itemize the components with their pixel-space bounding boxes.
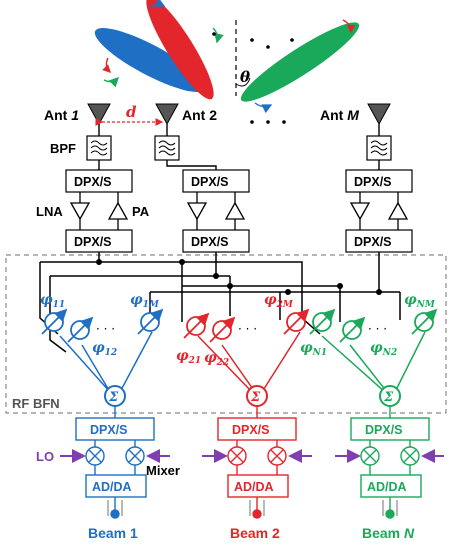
phase-label: φ1M <box>130 292 160 310</box>
antenna-icon <box>87 103 111 126</box>
svg-text:DPX/S: DPX/S <box>90 423 128 437</box>
dpx-label: DPX/S <box>74 175 112 189</box>
dpx-label: DPX/S <box>191 235 229 249</box>
ant1-number: 1 <box>71 107 79 123</box>
beamN-summer: Σ <box>321 331 426 407</box>
svg-text:AD/DA: AD/DA <box>367 480 407 494</box>
phase-shifter-arrow <box>209 316 236 343</box>
beamN-prefix: Beam <box>362 525 404 541</box>
svg-text:AD/DA: AD/DA <box>92 480 132 494</box>
beam1-summer: Σ <box>59 331 153 407</box>
beam-lobes: θ <box>94 0 360 124</box>
phase-shifter-arrow <box>309 308 336 335</box>
phase-label: φ21 <box>176 348 201 366</box>
spacing-label: d <box>126 103 137 121</box>
phase-label: φNM <box>404 292 436 310</box>
pa-triangle <box>387 201 409 220</box>
phase-shifter-arrow <box>137 308 164 335</box>
phase-label: φ2M <box>264 292 294 310</box>
beam2-lobe <box>146 0 214 100</box>
antM-prefix: Ant <box>320 107 347 123</box>
ant2-label: Ant 2 <box>182 107 217 123</box>
dpx-label: DPX/S <box>191 175 229 189</box>
svg-text:AD/DA: AD/DA <box>234 480 274 494</box>
theta-label: θ <box>240 68 250 86</box>
phase-shifter-arrow <box>339 316 366 343</box>
phase-label: φN1 <box>300 340 327 358</box>
bpf-column2 <box>154 135 180 161</box>
phase-label: φ22 <box>204 350 229 368</box>
ellipsis: · · · <box>368 322 387 336</box>
bpf-column1: BPF <box>50 135 112 161</box>
ant1-prefix: Ant <box>44 107 71 123</box>
lna-triangle <box>69 202 91 221</box>
ellipsis: · · · <box>238 322 257 336</box>
dpx-label: DPX/S <box>74 235 112 249</box>
beam1-lobe <box>94 28 206 92</box>
svg-text:Beam N: Beam N <box>362 525 415 541</box>
phase-label: φN2 <box>370 340 397 358</box>
lna-label: LNA <box>36 204 63 219</box>
beam1-chain <box>75 406 155 519</box>
antenna-icon <box>155 103 179 126</box>
bpf-columnM <box>366 135 392 161</box>
beam2-label: Beam 2 <box>230 525 280 541</box>
phase-shifter-arrow <box>411 308 438 335</box>
lna-triangle <box>186 202 208 221</box>
svg-text:DPX/S: DPX/S <box>232 423 270 437</box>
antenna-M: Ant M <box>320 103 391 126</box>
mixer-label: Mixer <box>146 463 180 478</box>
beamN-lobe <box>240 22 360 102</box>
amplifiers <box>69 192 409 230</box>
ellipsis: · · · <box>96 322 115 336</box>
beamN-chain <box>350 406 430 519</box>
phase-label: φ12 <box>92 340 117 358</box>
lna-triangle <box>349 202 371 221</box>
beam1-label: Beam 1 <box>88 525 138 541</box>
dpx-label: DPX/S <box>354 235 392 249</box>
svg-text:Ant 1: Ant 1 <box>44 107 79 123</box>
phase-shifter-arrow <box>67 316 94 343</box>
pa-triangle <box>107 201 129 220</box>
dpx-second-row: DPX/S DPX/S DPX/S <box>65 229 413 253</box>
phase-shifter-arrow <box>41 308 68 335</box>
svg-text:Σ: Σ <box>383 390 394 405</box>
antenna-icon <box>367 103 391 126</box>
beam2-summer: Σ <box>197 331 301 407</box>
phase-shifter-arrow <box>283 308 310 335</box>
svg-text:Σ: Σ <box>108 390 119 405</box>
pa-label: PA <box>132 204 150 219</box>
antM-letter: M <box>347 107 359 123</box>
dpx-top-row: DPX/S DPX/S DPX/S <box>65 169 413 193</box>
phase-label: φ11 <box>40 292 65 310</box>
bpf-label: BPF <box>50 141 76 156</box>
antenna-2: Ant 2 <box>155 103 217 126</box>
svg-text:Ant M: Ant M <box>320 107 359 123</box>
phase-shifter-arrow <box>183 312 210 339</box>
svg-text:Σ: Σ <box>250 390 261 405</box>
dpx-label: DPX/S <box>354 175 392 189</box>
rf-bfn-label: RF BFN <box>12 396 60 411</box>
pa-triangle <box>224 201 246 220</box>
beamN-letter: N <box>404 525 415 541</box>
svg-text:DPX/S: DPX/S <box>365 423 403 437</box>
rf-bfn-region <box>5 254 447 414</box>
antenna-1: Ant 1 <box>44 103 111 126</box>
beam2-chain <box>217 406 297 519</box>
lo-label: LO <box>36 449 54 464</box>
